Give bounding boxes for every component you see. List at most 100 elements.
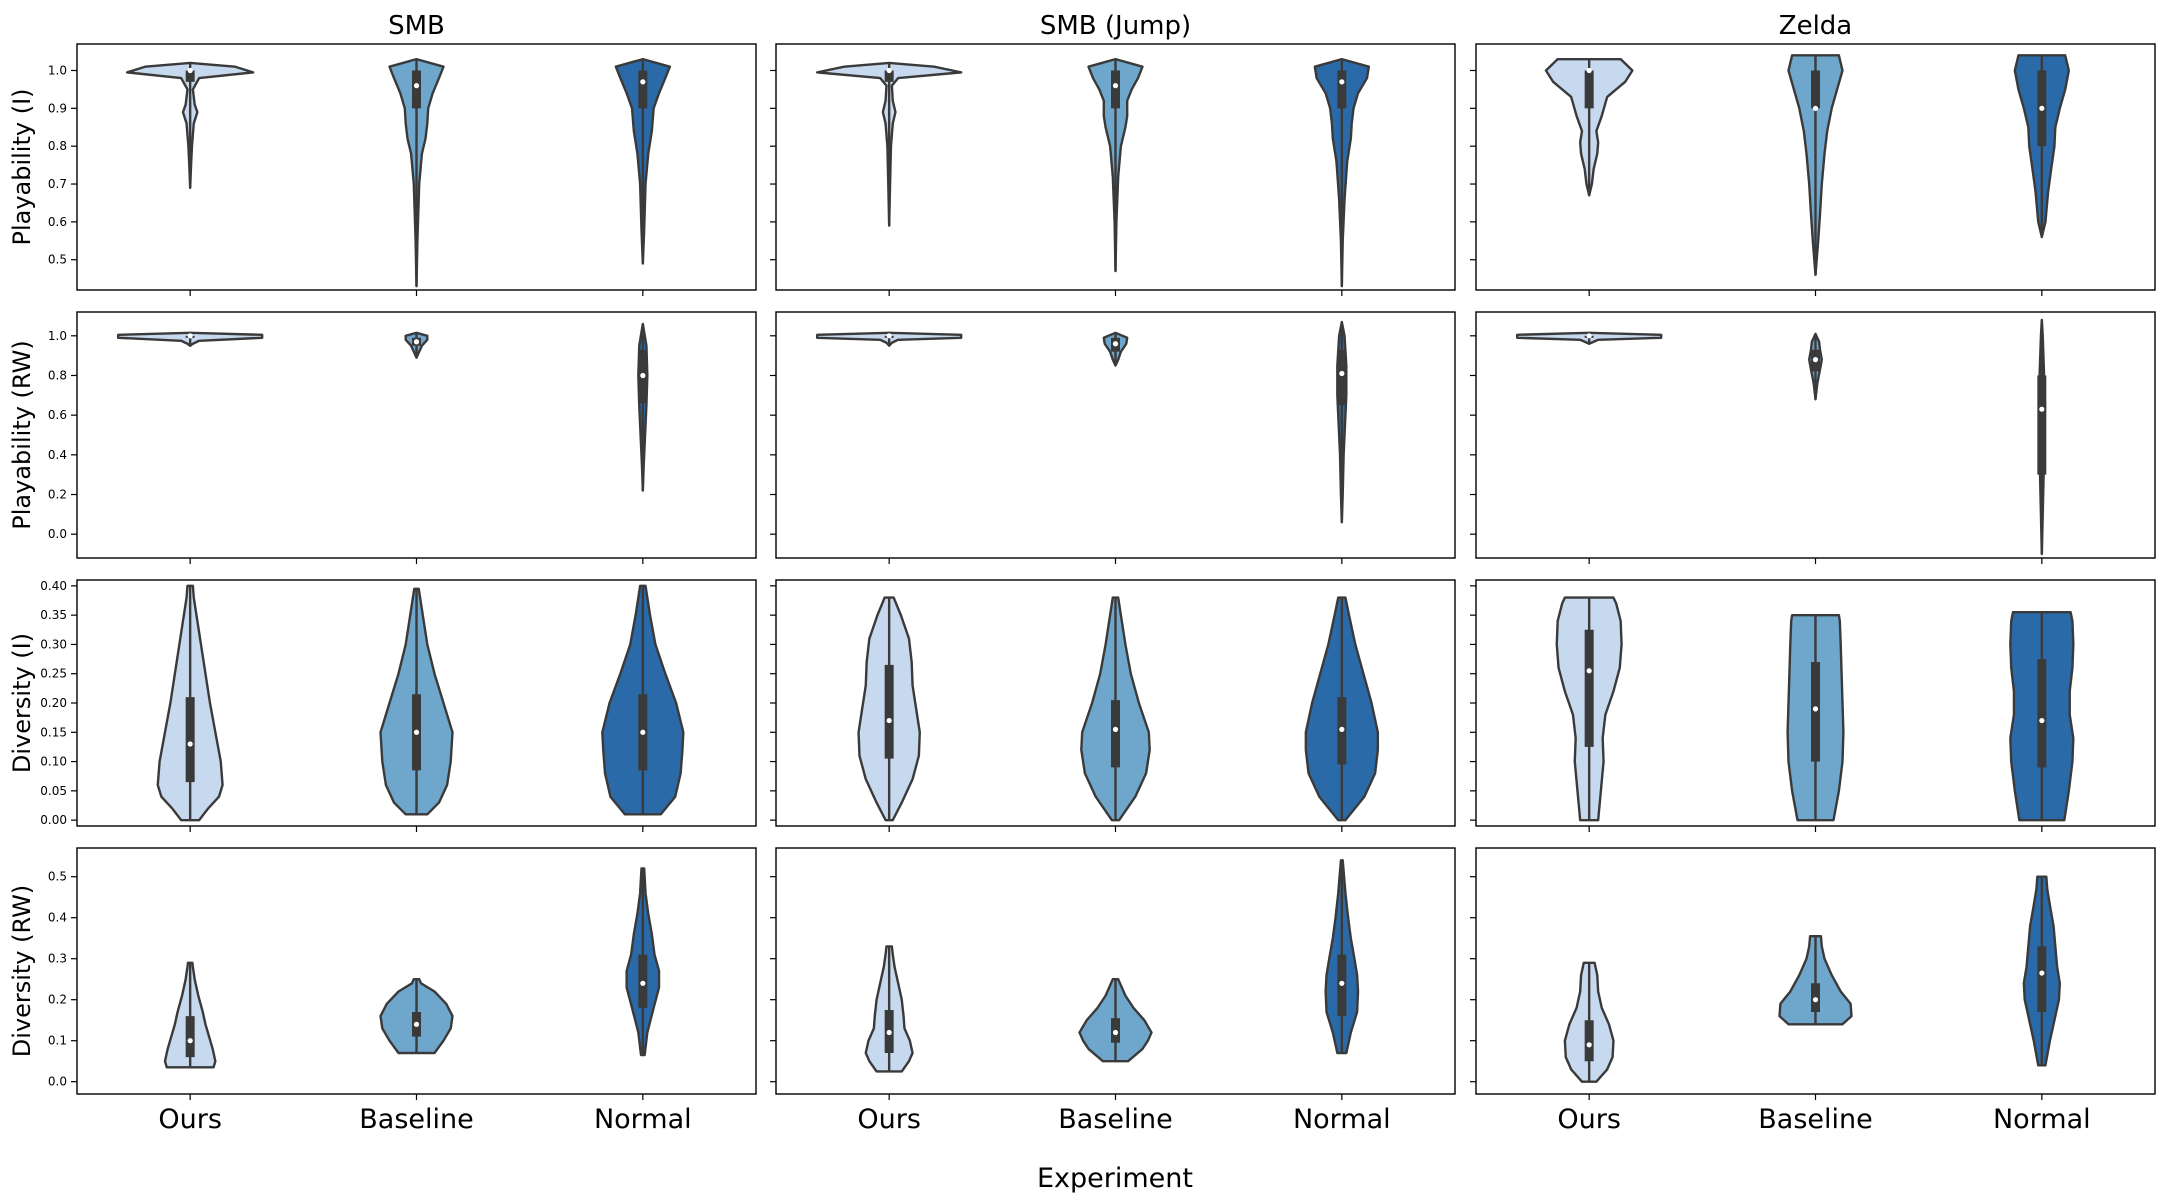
y-tick-label: 1.0 bbox=[48, 329, 67, 343]
median-dot-baseline bbox=[1812, 105, 1819, 111]
median-dot-normal bbox=[640, 372, 646, 379]
y-tick-label: 0.25 bbox=[40, 667, 67, 681]
figure-xlabel: Experiment bbox=[1037, 1163, 1193, 1194]
y-tick-label: 0.35 bbox=[40, 608, 67, 622]
panel-frame bbox=[1475, 43, 2156, 291]
panel-frame bbox=[76, 847, 757, 1095]
panel-r3-c2 bbox=[1470, 847, 2156, 1100]
panel-r3-c0: 0.00.10.20.30.40.5 bbox=[48, 847, 757, 1100]
y-tick-label: 0.4 bbox=[48, 448, 67, 462]
panel-r1-c0: 0.0 0.2 0.4 0.6 0.8 1.0 bbox=[48, 311, 757, 564]
panel-frame bbox=[775, 311, 1456, 559]
y-tick-label: 0.9 bbox=[48, 101, 67, 115]
median-dot-ours bbox=[1586, 668, 1592, 674]
panel-r2-c1 bbox=[770, 579, 1456, 832]
median-dot-normal bbox=[2039, 717, 2045, 724]
median-dot-baseline bbox=[1112, 341, 1119, 347]
x-tick-label-normal: Normal bbox=[1293, 1104, 1391, 1135]
median-dot-normal bbox=[1339, 726, 1345, 732]
median-dot-normal bbox=[2039, 105, 2045, 111]
y-tick-label: 0.5 bbox=[48, 253, 67, 267]
x-tick-label-baseline: Baseline bbox=[1058, 1104, 1172, 1135]
x-tick-label-ours: Ours bbox=[857, 1104, 921, 1135]
median-dot-baseline bbox=[1812, 357, 1819, 363]
panel-r2-c2 bbox=[1470, 579, 2156, 832]
row-ylabel-diversity-rw: Diversity (RW) bbox=[8, 885, 36, 1058]
panel-frame bbox=[1475, 311, 2156, 559]
panel-frame bbox=[76, 579, 757, 827]
row-ylabel-playability-rw: Playability (RW) bbox=[8, 340, 36, 529]
y-tick-label: 0.8 bbox=[48, 139, 67, 153]
y-tick-label: 0.10 bbox=[40, 755, 67, 769]
y-tick-label: 0.00 bbox=[40, 813, 67, 827]
median-dot-normal bbox=[2039, 406, 2045, 412]
median-dot-baseline bbox=[1112, 726, 1119, 732]
median-dot-ours bbox=[1586, 1042, 1592, 1048]
panel-frame bbox=[775, 43, 1456, 291]
y-tick-label: 0.20 bbox=[40, 696, 67, 710]
median-dot-ours bbox=[187, 67, 193, 74]
y-tick-label: 0.15 bbox=[40, 725, 67, 739]
y-tick-label: 0.7 bbox=[48, 177, 67, 191]
y-tick-label: 0.6 bbox=[48, 215, 67, 229]
panel-frame bbox=[1475, 579, 2156, 827]
median-dot-normal bbox=[640, 729, 646, 735]
y-tick-label: 0.8 bbox=[48, 368, 67, 382]
median-dot-normal bbox=[1339, 79, 1345, 85]
panel-r1-c1 bbox=[770, 311, 1456, 564]
y-tick-label: 0.0 bbox=[48, 527, 67, 541]
median-dot-baseline bbox=[413, 1021, 420, 1027]
y-tick-label: 0.4 bbox=[48, 911, 67, 925]
x-tick-label-normal: Normal bbox=[594, 1104, 692, 1135]
median-dot-ours bbox=[886, 1029, 892, 1036]
column-title-smb-jump: SMB (Jump) bbox=[1040, 11, 1191, 41]
median-dot-normal bbox=[640, 79, 646, 85]
median-dot-ours bbox=[886, 333, 892, 339]
panel-r1-c2 bbox=[1470, 311, 2156, 564]
median-dot-baseline bbox=[413, 339, 420, 345]
median-dot-baseline bbox=[413, 83, 420, 89]
median-dot-normal bbox=[2039, 970, 2045, 976]
panel-r3-c1 bbox=[770, 847, 1456, 1100]
y-tick-label: 0.5 bbox=[48, 870, 67, 884]
median-dot-normal bbox=[1339, 980, 1345, 986]
y-tick-label: 0.3 bbox=[48, 952, 67, 966]
x-tick-label-normal: Normal bbox=[1993, 1104, 2091, 1135]
row-ylabel-playability-i: Playability (I) bbox=[8, 88, 36, 245]
panel-frame bbox=[775, 579, 1456, 827]
y-tick-label: 0.6 bbox=[48, 408, 67, 422]
median-dot-ours bbox=[886, 67, 892, 74]
y-tick-label: 0.2 bbox=[48, 488, 67, 502]
y-tick-label: 0.05 bbox=[40, 784, 67, 798]
panel-r0-c2 bbox=[1470, 43, 2156, 296]
y-tick-label: 0.1 bbox=[48, 1034, 67, 1048]
panel-r0-c1 bbox=[770, 43, 1456, 296]
column-title-zelda: Zelda bbox=[1779, 11, 1852, 41]
x-tick-label-baseline: Baseline bbox=[359, 1104, 473, 1135]
median-dot-baseline bbox=[1112, 1029, 1119, 1036]
median-dot-ours bbox=[886, 717, 892, 724]
median-dot-baseline bbox=[1812, 706, 1819, 712]
median-dot-ours bbox=[187, 333, 193, 339]
x-tick-label-baseline: Baseline bbox=[1758, 1104, 1872, 1135]
x-tick-label-ours: Ours bbox=[158, 1104, 222, 1135]
median-dot-baseline bbox=[1812, 997, 1819, 1003]
panel-r0-c0: 0.50.60.70.80.91.0 bbox=[48, 43, 757, 296]
median-dot-baseline bbox=[413, 729, 420, 735]
panel-r2-c0: 0.00 0.05 0.10 0.15 0.20 0.25 0.30 0.35 0.40 bbox=[40, 579, 757, 832]
median-dot-baseline bbox=[1112, 83, 1119, 89]
x-tick-label-ours: Ours bbox=[1557, 1104, 1621, 1135]
median-dot-ours bbox=[187, 741, 193, 747]
median-dot-ours bbox=[1586, 333, 1592, 339]
median-dot-normal bbox=[640, 980, 646, 986]
y-tick-label: 0.30 bbox=[40, 637, 67, 651]
median-dot-ours bbox=[187, 1038, 193, 1044]
y-tick-label: 0.0 bbox=[48, 1075, 67, 1089]
panel-frame bbox=[775, 847, 1456, 1095]
median-dot-normal bbox=[1339, 370, 1345, 377]
panel-frame bbox=[1475, 847, 2156, 1095]
y-tick-label: 0.40 bbox=[40, 579, 67, 593]
panel-frame bbox=[76, 311, 757, 559]
panel-frame bbox=[76, 43, 757, 291]
